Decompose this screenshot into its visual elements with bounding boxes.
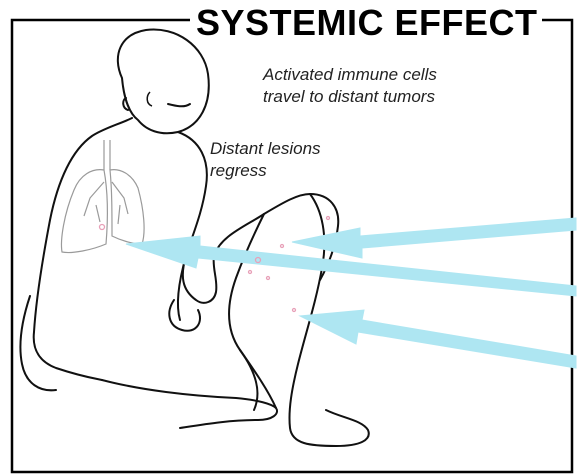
cyan-arrow xyxy=(292,218,576,258)
lesion-marker xyxy=(249,271,252,274)
immune-cells-caption: Activated immune cells travel to distant… xyxy=(263,64,437,108)
lesions-caption-line-1: Distant lesions xyxy=(210,138,321,160)
lesion-marker xyxy=(267,277,270,280)
ear-icon xyxy=(147,92,152,106)
immune-caption-line-2: travel to distant tumors xyxy=(263,86,437,108)
immune-cell-arrows xyxy=(126,218,576,368)
lesion-marker xyxy=(327,217,330,220)
back-outline xyxy=(34,118,132,380)
immune-caption-line-1: Activated immune cells xyxy=(263,64,437,86)
lesion-marker xyxy=(293,309,296,312)
cyan-arrow xyxy=(300,310,576,368)
lesions-caption: Distant lesions regress xyxy=(210,138,321,182)
lesion-marker xyxy=(281,245,284,248)
lesion-marker xyxy=(100,225,105,230)
lesions-caption-line-2: regress xyxy=(210,160,321,182)
page-title: SYSTEMIC EFFECT xyxy=(196,2,536,44)
